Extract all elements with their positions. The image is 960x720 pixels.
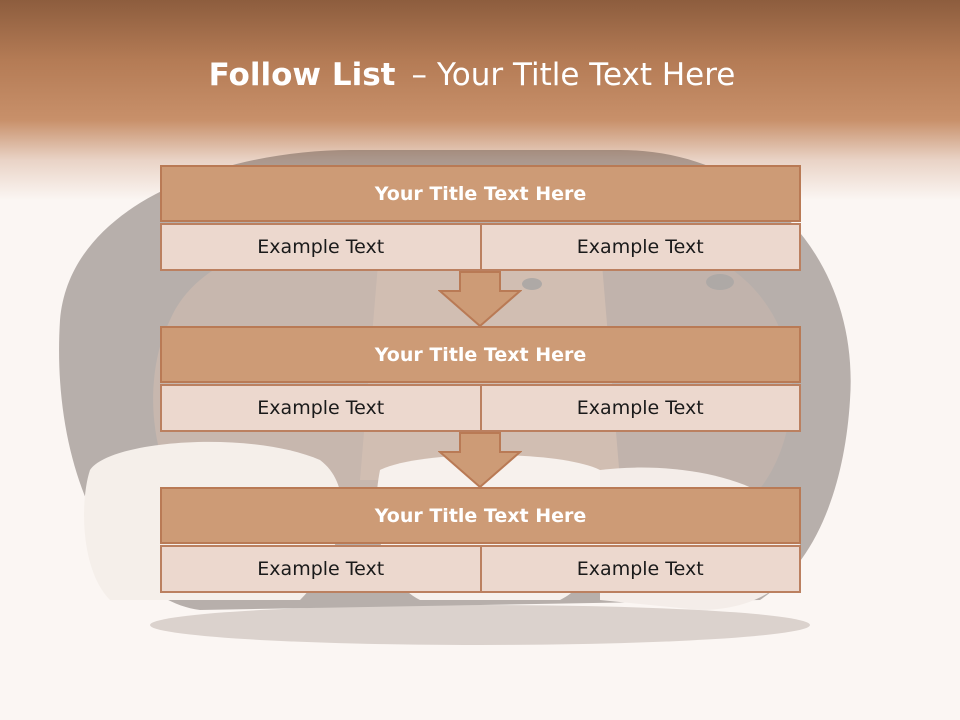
slide-title-dash: – xyxy=(411,57,427,93)
slide-title-rest: Your Title Text Here xyxy=(436,57,736,93)
list-block-1: Your Title Text Here Example Text Exampl… xyxy=(160,165,801,271)
block-cell-right[interactable]: Example Text xyxy=(481,223,801,271)
list-block-3: Your Title Text Here Example Text Exampl… xyxy=(160,487,801,593)
block-row: Example Text Example Text xyxy=(160,223,801,271)
list-block-2: Your Title Text Here Example Text Exampl… xyxy=(160,326,801,432)
block-title[interactable]: Your Title Text Here xyxy=(160,165,801,222)
block-row: Example Text Example Text xyxy=(160,384,801,432)
block-cell-left[interactable]: Example Text xyxy=(160,384,482,432)
block-title[interactable]: Your Title Text Here xyxy=(160,326,801,383)
block-cell-left[interactable]: Example Text xyxy=(160,545,482,593)
block-cell-right[interactable]: Example Text xyxy=(481,384,801,432)
block-cell-left[interactable]: Example Text xyxy=(160,223,482,271)
down-arrow-icon xyxy=(438,271,522,327)
block-row: Example Text Example Text xyxy=(160,545,801,593)
block-cell-right[interactable]: Example Text xyxy=(481,545,801,593)
slide-title-bold: Follow List xyxy=(208,57,396,93)
block-title[interactable]: Your Title Text Here xyxy=(160,487,801,544)
down-arrow-icon xyxy=(438,432,522,488)
slide-title: Follow List–Your Title Text Here xyxy=(0,52,952,98)
